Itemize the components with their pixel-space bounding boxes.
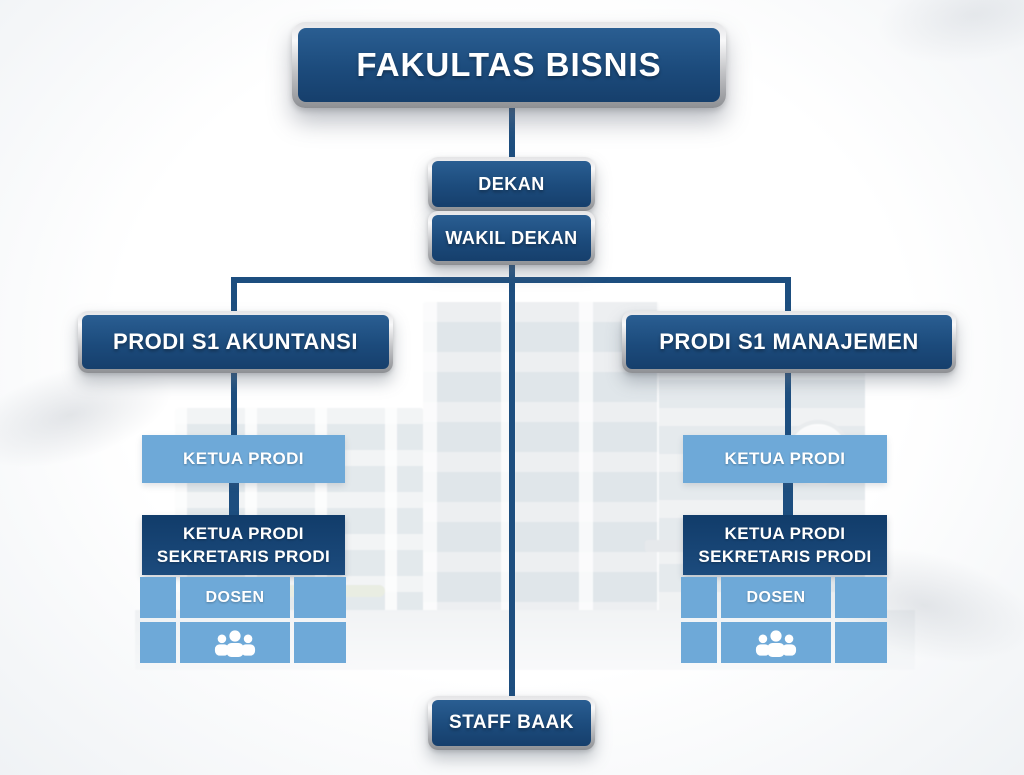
leadership-manajemen-line2: SEKRETARIS PRODI (698, 547, 872, 566)
leadership-manajemen-line1: KETUA PRODI (724, 524, 846, 543)
node-wakil-dekan-label: WAKIL DEKAN (432, 215, 591, 261)
decorative-swoosh-top-right (824, 0, 1024, 104)
node-leadership-akuntansi: KETUA PRODI SEKRETARIS PRODI (142, 515, 345, 575)
node-fakultas-bisnis: FAKULTAS BISNIS (292, 22, 726, 108)
connector-right-prodi-to-ketua (785, 370, 791, 438)
grid-cell-empty (835, 622, 887, 663)
connector-right-drop (785, 277, 791, 317)
node-leadership-manajemen: KETUA PRODI SEKRETARIS PRODI (683, 515, 887, 575)
leadership-akuntansi-line2: SEKRETARIS PRODI (156, 547, 331, 566)
node-dekan: DEKAN (428, 157, 595, 211)
node-ketua-prodi-manajemen-label: KETUA PRODI (724, 449, 846, 468)
node-dosen-akuntansi: DOSEN (180, 577, 290, 618)
node-staff-baak-label: STAFF BAAK (432, 700, 591, 746)
people-group-icon (180, 622, 290, 663)
grid-cell-empty (140, 577, 176, 618)
grid-cell-empty (681, 622, 717, 663)
node-wakil-dekan: WAKIL DEKAN (428, 211, 595, 265)
connector-left-drop (231, 277, 237, 317)
grid-cell-empty (294, 577, 346, 618)
connector-left-prodi-to-ketua (231, 370, 237, 438)
node-prodi-akuntansi: PRODI S1 AKUNTANSI (78, 311, 393, 373)
grid-cell-empty (681, 577, 717, 618)
building-center-tower (423, 302, 659, 618)
node-ketua-prodi-akuntansi-label: KETUA PRODI (183, 449, 304, 468)
node-ketua-prodi-manajemen: KETUA PRODI (683, 435, 887, 483)
grid-cell-empty (140, 622, 176, 663)
node-prodi-manajemen-label: PRODI S1 MANAJEMEN (626, 315, 952, 369)
node-dekan-label: DEKAN (432, 161, 591, 207)
connector-right-ketua-to-leadership (783, 482, 793, 518)
node-dosen-manajemen-label: DOSEN (746, 588, 806, 606)
grid-cell-empty (294, 622, 346, 663)
staff-grid-akuntansi: DOSEN (140, 577, 346, 663)
building-right-wing (659, 362, 865, 618)
node-dosen-manajemen: DOSEN (721, 577, 831, 618)
node-dosen-akuntansi-label: DOSEN (205, 588, 265, 606)
node-ketua-prodi-akuntansi: KETUA PRODI (142, 435, 345, 483)
connector-horizontal-main (231, 277, 791, 283)
people-group-icon (721, 622, 831, 663)
node-prodi-akuntansi-label: PRODI S1 AKUNTANSI (82, 315, 389, 369)
leadership-akuntansi-line1: KETUA PRODI (183, 524, 304, 543)
node-fakultas-bisnis-label: FAKULTAS BISNIS (298, 28, 720, 102)
connector-center-vertical (509, 106, 515, 698)
staff-grid-manajemen: DOSEN (681, 577, 887, 663)
node-prodi-manajemen: PRODI S1 MANAJEMEN (622, 311, 956, 373)
connector-left-ketua-to-leadership (229, 482, 239, 518)
grid-cell-empty (835, 577, 887, 618)
node-staff-baak: STAFF BAAK (428, 696, 595, 750)
